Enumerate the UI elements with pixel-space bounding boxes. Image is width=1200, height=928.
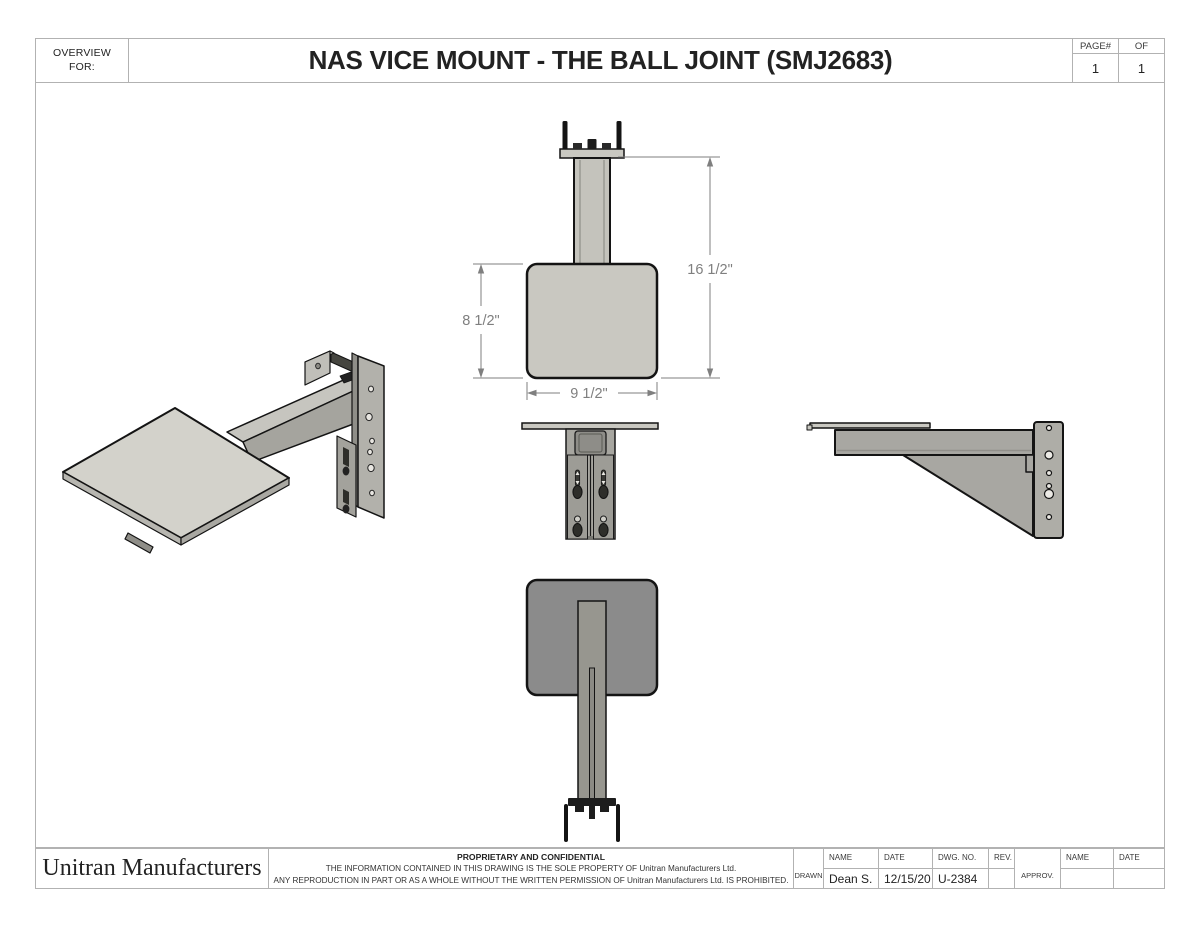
approv-label: APPROV.: [1014, 848, 1061, 889]
dimension-label-plate-width: 9 1/2": [570, 386, 607, 402]
approv-date-column-header: DATE: [1113, 848, 1165, 869]
page-number-header: PAGE#: [1072, 38, 1119, 54]
date-column-header: DATE: [878, 848, 933, 869]
overview-for-label: OVERVIEW FOR:: [35, 38, 129, 83]
bottom-view: [525, 578, 659, 842]
drawing-title: NAS VICE MOUNT - THE BALL JOINT (SMJ2683…: [128, 38, 1073, 83]
overview-line1: OVERVIEW: [52, 46, 111, 59]
drawn-date-value: 12/15/20: [878, 868, 933, 889]
approv-date-value: [1113, 868, 1165, 889]
drawn-name-value: Dean S.: [823, 868, 879, 889]
dimension-label-plate-height: 8 1/2": [462, 313, 499, 329]
drawing-views-svg: 8 1/2" 16 1/2" 9 1/2": [62, 121, 1064, 842]
dimension-plate-width: 9 1/2": [526, 382, 658, 402]
name-column-header: NAME: [823, 848, 879, 869]
page-of-header: OF: [1118, 38, 1165, 54]
approv-name-value: [1060, 868, 1114, 889]
drawing-canvas: 8 1/2" 16 1/2" 9 1/2": [35, 82, 1165, 848]
proprietary-line1: THE INFORMATION CONTAINED IN THIS DRAWIN…: [325, 864, 737, 874]
proprietary-heading: PROPRIETARY AND CONFIDENTIAL: [456, 852, 605, 862]
isometric-view: [62, 350, 385, 554]
dimension-plate-height: 8 1/2": [462, 263, 523, 379]
page-of-value: 1: [1118, 53, 1165, 83]
front-view: [525, 121, 659, 380]
side-view: [806, 421, 1064, 539]
page-number-value: 1: [1072, 53, 1119, 83]
rev-column-header: REV.: [988, 848, 1015, 869]
dimension-overall-height: 16 1/2": [618, 156, 733, 379]
dimension-label-overall-height: 16 1/2": [687, 262, 732, 278]
overview-line2: FOR:: [69, 60, 95, 73]
company-name: Unitran Manufacturers: [35, 848, 269, 889]
proprietary-line2: ANY REPRODUCTION IN PART OR AS A WHOLE W…: [273, 875, 789, 885]
dwg-no-column-header: DWG. NO.: [932, 848, 989, 869]
bracket-front-view: [521, 422, 659, 540]
rev-value: [988, 868, 1015, 889]
proprietary-notice: PROPRIETARY AND CONFIDENTIAL THE INFORMA…: [268, 848, 794, 889]
drawn-label: DRAWN: [793, 848, 824, 889]
dwg-no-value: U-2384: [932, 868, 989, 889]
approv-name-column-header: NAME: [1060, 848, 1114, 869]
